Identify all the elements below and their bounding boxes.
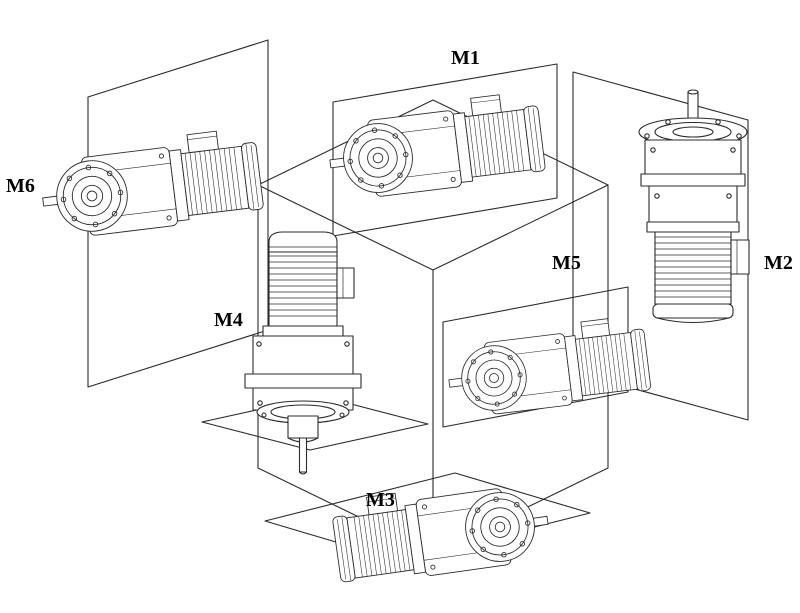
mounting-plane-m5	[442, 286, 629, 428]
fan-cover	[652, 303, 734, 323]
label-m2: M2	[764, 252, 793, 274]
output-shaft	[287, 415, 319, 475]
motor-body	[268, 251, 338, 327]
position-labels: M1 M2 M3 M4 M5 M6	[6, 47, 793, 511]
terminal-box	[336, 267, 355, 299]
label-m4: M4	[214, 309, 243, 331]
gearmotor-m6	[36, 126, 265, 242]
gearbox-housing	[640, 139, 746, 233]
label-m1: M1	[451, 47, 480, 69]
label-m5: M5	[552, 252, 581, 274]
label-m3: M3	[366, 489, 395, 511]
gearmotor-m2	[638, 89, 750, 323]
mounting-plane-m1	[332, 63, 558, 237]
terminal-box	[730, 239, 750, 275]
gearmotor-m3	[329, 472, 554, 589]
gearmotor-m1	[324, 89, 547, 203]
gearbox-housing	[244, 325, 362, 411]
output-shaft	[687, 89, 699, 135]
gearmotor-m5	[443, 314, 653, 420]
label-m6: M6	[6, 175, 35, 197]
fan-cover	[268, 231, 338, 253]
motor-body	[654, 231, 732, 305]
gearmotor-m4	[244, 231, 362, 475]
